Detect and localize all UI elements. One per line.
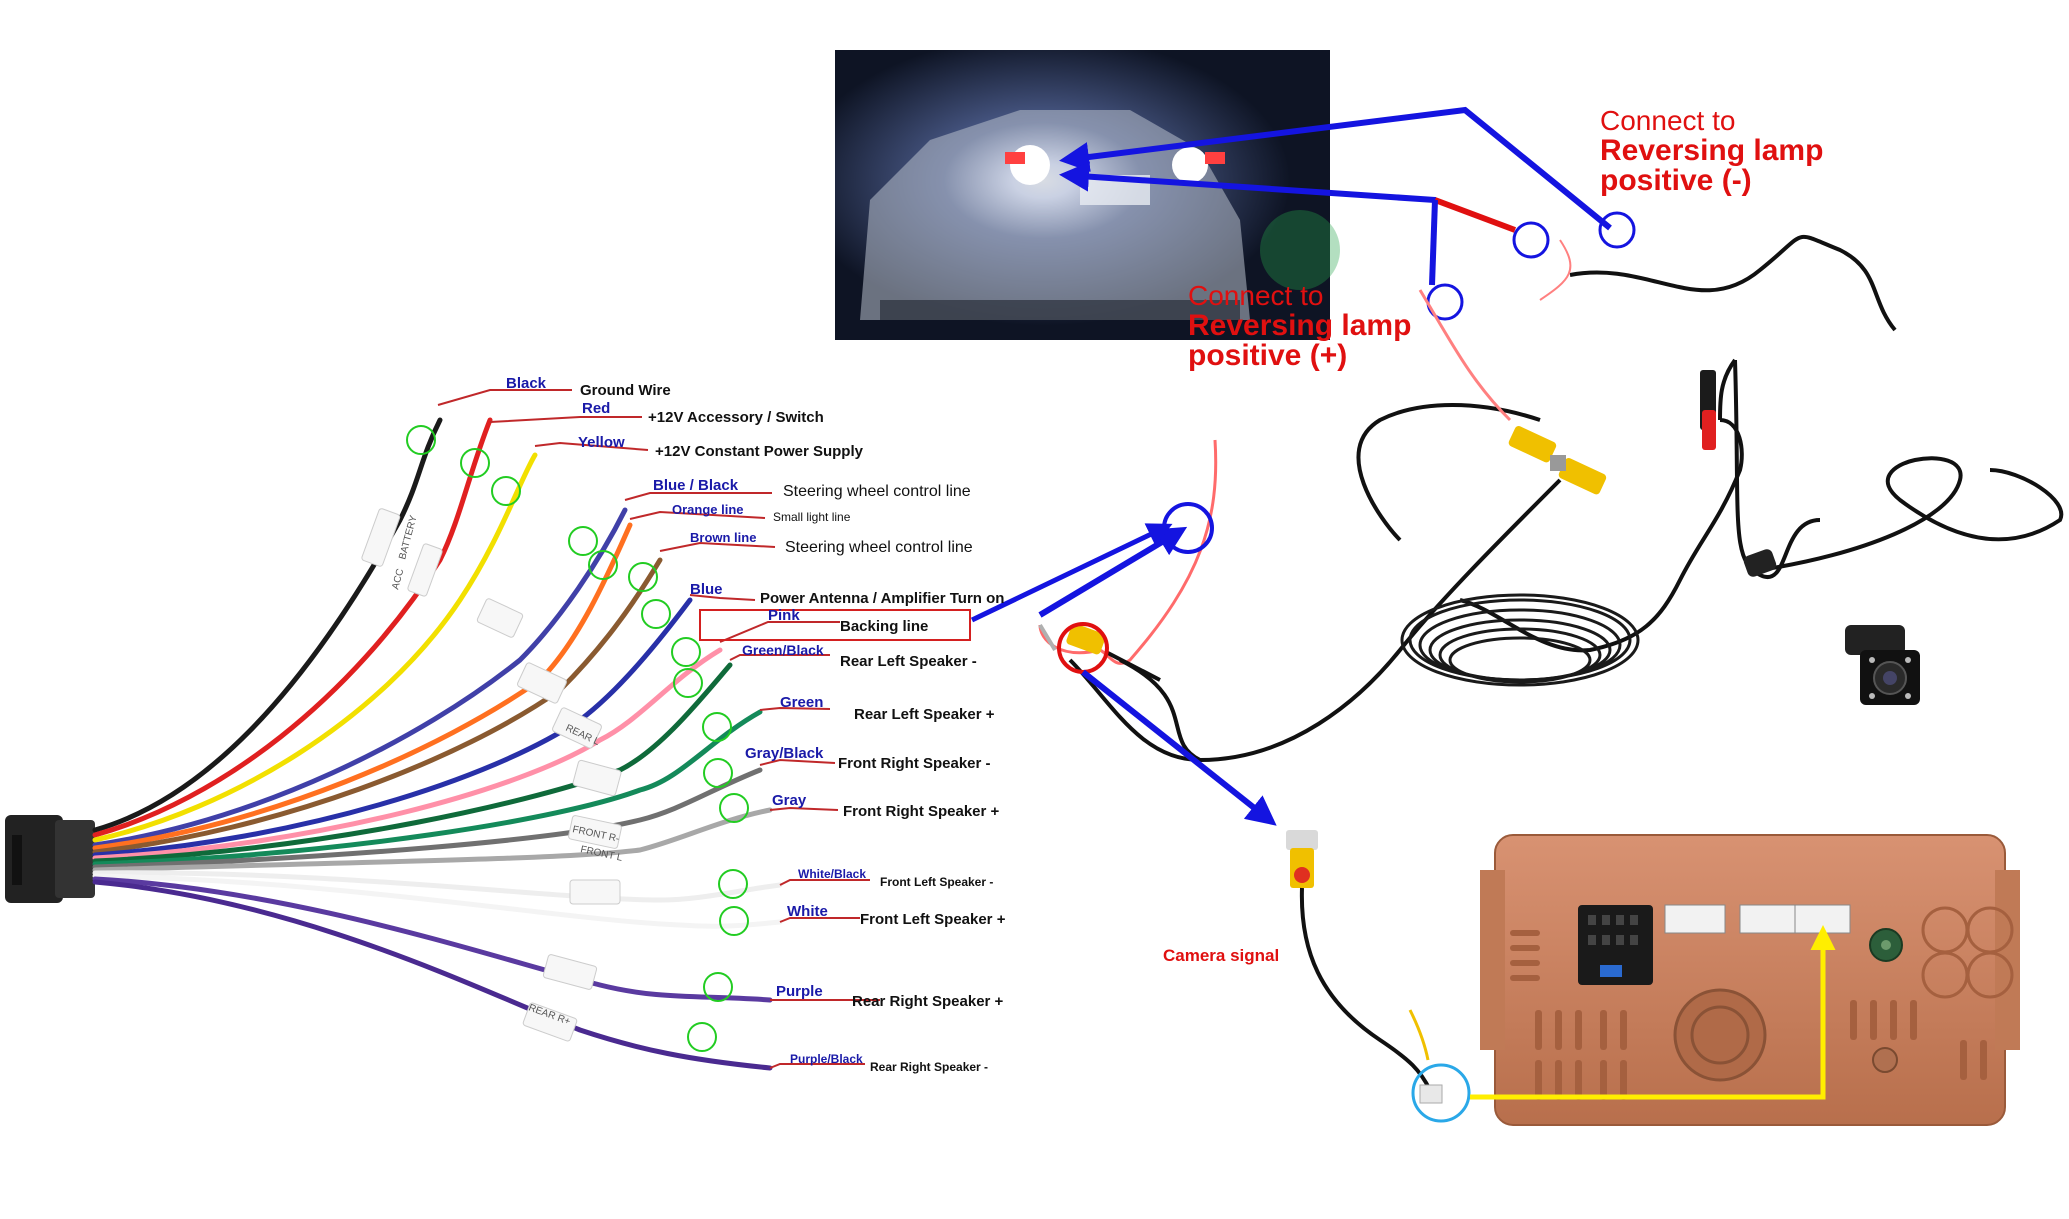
label-desc-rear-right-neg: Rear Right Speaker - [870, 1060, 988, 1074]
label-color-gray-black: Gray/Black [745, 745, 824, 762]
label-desc-rear-right-pos: Rear Right Speaker + [852, 993, 1004, 1010]
note-negative-line3: positive (-) [1600, 164, 1752, 197]
label-desc-front-right-neg: Front Right Speaker - [838, 755, 991, 772]
power-connector [1700, 370, 1716, 450]
label-color-blue-black: Blue / Black [653, 477, 739, 494]
label-desc-ground: Ground Wire [580, 382, 671, 399]
cable-ferrite [1743, 549, 1777, 577]
backing-line-highlight-box [699, 609, 971, 641]
head-unit-back-panel [1480, 834, 2020, 1126]
label-desc-front-left-neg: Front Left Speaker - [880, 875, 993, 889]
label-color-purple-black: Purple/Black [790, 1052, 863, 1066]
label-color-green: Green [780, 694, 823, 711]
camera-input-arrow [1470, 925, 1836, 1100]
camera-signal-label: Camera signal [1163, 946, 1279, 965]
harness-wires [92, 417, 783, 1071]
label-desc-front-left-pos: Front Left Speaker + [860, 911, 1006, 928]
label-color-blue: Blue [690, 581, 723, 598]
label-desc-steering-1: Steering wheel control line [783, 483, 971, 500]
iso-harness-connector [5, 815, 95, 903]
label-desc-rear-left-pos: Rear Left Speaker + [854, 706, 995, 723]
label-color-black: Black [506, 375, 547, 392]
label-color-orange: Orange line [672, 502, 744, 517]
note-positive-line1: Connect to [1188, 280, 1323, 311]
label-color-brown: Brown line [690, 530, 756, 545]
label-desc-accessory: +12V Accessory / Switch [648, 409, 824, 426]
label-color-gray: Gray [772, 792, 807, 809]
label-color-pink: Pink [768, 607, 800, 624]
sleeve-acc: ACC [390, 568, 406, 591]
label-desc-constant-power: +12V Constant Power Supply [655, 443, 864, 460]
wire-end-markers [406, 425, 749, 1052]
reversing-car-photo [835, 50, 1340, 340]
power-wire [1539, 239, 1572, 301]
note-positive-line3: positive (+) [1188, 339, 1347, 372]
label-leaders [437, 389, 880, 1069]
label-desc-front-right-pos: Front Right Speaker + [843, 803, 1000, 820]
label-color-green-black: Green/Black [742, 642, 824, 658]
camera-signal-plug [1286, 830, 1471, 1123]
label-desc-steering-2: Steering wheel control line [785, 539, 973, 556]
note-negative-line2: Reversing lamp [1600, 134, 1823, 167]
label-color-white: White [787, 903, 828, 920]
rca-connector-pair [1508, 426, 1607, 495]
label-desc-power-antenna: Power Antenna / Amplifier Turn on [760, 590, 1004, 607]
label-color-red: Red [582, 400, 610, 417]
label-color-white-black: White/Black [798, 867, 866, 881]
coiled-cable [1400, 593, 1640, 687]
label-desc-backing-line: Backing line [840, 618, 928, 635]
backup-camera [1845, 625, 1920, 705]
trigger-wire [1418, 289, 1512, 422]
reverse-signal-wire [970, 439, 1277, 826]
note-negative-line1: Connect to [1600, 105, 1735, 136]
label-desc-small-light: Small light line [773, 510, 851, 524]
harness-sleeves [361, 508, 622, 1042]
label-color-purple: Purple [776, 983, 823, 1000]
label-desc-rear-left-neg: Rear Left Speaker - [840, 653, 977, 670]
note-positive-line2: Reversing lamp [1188, 309, 1411, 342]
label-color-yellow: Yellow [578, 434, 625, 451]
